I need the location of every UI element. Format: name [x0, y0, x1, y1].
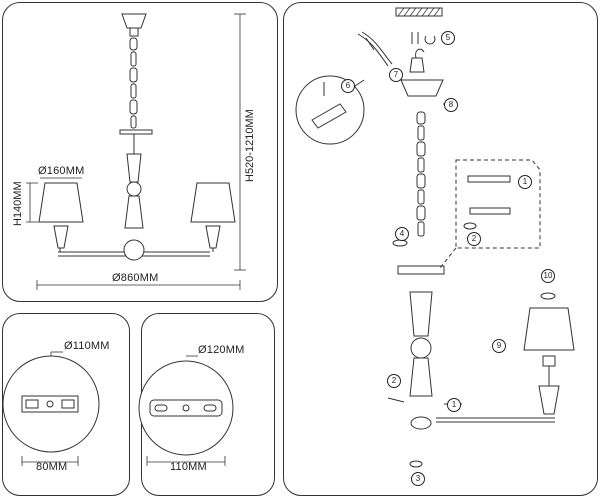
bar-mount-diameter-label: Ø120MM	[198, 344, 245, 356]
step-marker-1-arm: 1	[447, 398, 461, 412]
step-marker-8: 8	[444, 98, 458, 112]
step-marker-1-callout: 1	[518, 175, 532, 189]
step-marker-9: 9	[492, 339, 506, 353]
step-marker-5: 5	[441, 31, 455, 45]
total-diameter-label: Ø860MM	[112, 272, 159, 284]
step-marker-10: 10	[541, 269, 555, 283]
step-marker-4: 4	[395, 227, 409, 241]
round-mount-diameter-label: Ø110MM	[64, 340, 110, 352]
step-marker-2-callout: 2	[467, 232, 481, 246]
round-mount-width-label: 80MM	[36, 461, 68, 473]
step-marker-6: 6	[341, 79, 355, 93]
bar-mount-width-label: 110MM	[170, 461, 207, 473]
step-marker-2-body: 2	[387, 374, 401, 388]
step-marker-7: 7	[389, 68, 403, 82]
shade-diameter-label: Ø160MM	[38, 165, 85, 177]
step-marker-3: 3	[411, 472, 425, 486]
